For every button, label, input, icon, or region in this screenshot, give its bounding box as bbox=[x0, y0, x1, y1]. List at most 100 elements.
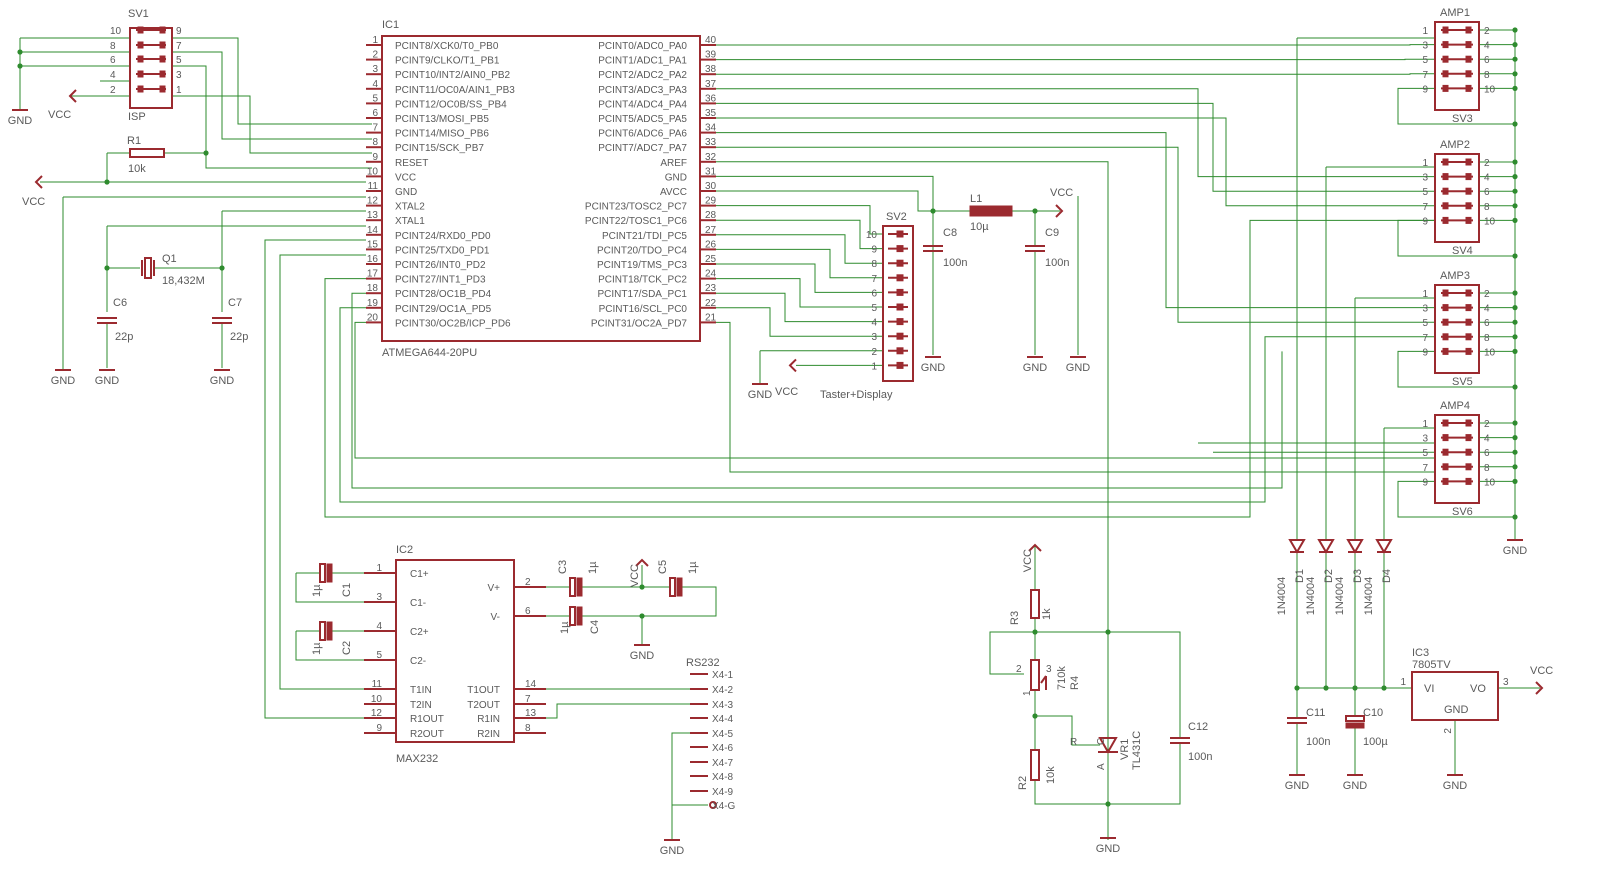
amp-pad bbox=[1442, 26, 1449, 34]
amp-pin-number: 5 bbox=[1422, 187, 1428, 198]
ic2-pin-label: R1IN bbox=[477, 714, 500, 725]
amp-pad bbox=[1442, 434, 1449, 442]
sv2-pin-number: 1 bbox=[871, 361, 877, 372]
sv1-pin-number: 5 bbox=[176, 55, 182, 66]
vcc-arrow bbox=[1055, 204, 1064, 218]
vcc-label: VCC bbox=[1022, 549, 1034, 572]
sv2-pin-number: 2 bbox=[871, 347, 877, 358]
amp-pad bbox=[1442, 448, 1449, 456]
diode-body bbox=[1346, 539, 1364, 554]
l1-name: L1 bbox=[970, 193, 982, 205]
sv2-pin-number: 6 bbox=[871, 288, 877, 299]
c12-name: C12 bbox=[1188, 721, 1208, 733]
vr1-pin-label: A bbox=[1096, 763, 1107, 770]
sv2-pad bbox=[896, 274, 904, 282]
amp-pin-number: 10 bbox=[1484, 477, 1496, 488]
sv1-pad bbox=[137, 26, 144, 34]
ic1-pin-number: 18 bbox=[367, 283, 379, 294]
wire bbox=[716, 132, 1435, 309]
rs232-pin-label: X4-3 bbox=[712, 700, 734, 711]
c12-value: 100n bbox=[1188, 751, 1212, 763]
sv2-pin-number: 3 bbox=[871, 332, 877, 343]
c5-body bbox=[676, 577, 683, 597]
vr1-body bbox=[1098, 737, 1118, 755]
ic1-pin-number: 14 bbox=[367, 225, 379, 236]
ic1-pin-number: 12 bbox=[367, 196, 379, 207]
component-layer bbox=[12, 21, 1544, 841]
ic2-pin-number: 8 bbox=[525, 723, 531, 734]
amp-name: AMP3 bbox=[1440, 270, 1470, 282]
rs232-name: RS232 bbox=[686, 657, 720, 669]
diode-name: D2 bbox=[1323, 569, 1335, 583]
ic1-value: ATMEGA644-20PU bbox=[382, 347, 477, 359]
wire bbox=[1035, 715, 1100, 746]
ic1-pin-number: 19 bbox=[367, 298, 379, 309]
amp-pin-number: 6 bbox=[1484, 448, 1490, 459]
amp-pad bbox=[1465, 289, 1472, 297]
vcc-arrow bbox=[1535, 681, 1544, 695]
r4-wiper bbox=[1040, 675, 1047, 684]
ic1-pin-label: PCINT3/ADC3_PA3 bbox=[598, 85, 687, 96]
c10-name: C10 bbox=[1363, 707, 1383, 719]
amp-pad bbox=[1442, 202, 1449, 210]
amp-pad bbox=[1465, 477, 1472, 485]
gnd-label: GND bbox=[210, 375, 235, 387]
amp-pin-number: 7 bbox=[1422, 463, 1428, 474]
amp-pin-number: 1 bbox=[1422, 158, 1428, 169]
ic1-pin-label: PCINT14/MISO_PB6 bbox=[395, 129, 489, 140]
amp-pin-number: 1 bbox=[1422, 26, 1428, 37]
c3-body bbox=[576, 577, 583, 597]
ic1-pin-label: PCINT0/ADC0_PA0 bbox=[598, 41, 687, 52]
q1-value: 18,432M bbox=[162, 275, 205, 287]
amp-pad bbox=[1465, 333, 1472, 341]
sv1-pin-number: 7 bbox=[176, 41, 182, 52]
ic2-pin-label: T2OUT bbox=[467, 700, 500, 711]
ic1-pin-number: 24 bbox=[705, 269, 717, 280]
wire bbox=[716, 248, 883, 279]
amp-pin-number: 8 bbox=[1484, 463, 1490, 474]
ic2-pin-number: 13 bbox=[525, 708, 537, 719]
amp-pin-number: 10 bbox=[1484, 216, 1496, 227]
amp-sv-name: SV6 bbox=[1452, 506, 1473, 518]
vr1-value: TL431C bbox=[1131, 731, 1143, 770]
gnd-label: GND bbox=[921, 362, 946, 374]
ic1-pin-label: PCINT8/XCK0/T0_PB0 bbox=[395, 41, 499, 52]
sv1-pad bbox=[137, 41, 144, 49]
wire bbox=[716, 219, 883, 250]
wire bbox=[1397, 350, 1515, 388]
ic2-pin-label: R2OUT bbox=[410, 729, 444, 740]
c3-body bbox=[569, 577, 576, 597]
rs232-pin-label: X4-1 bbox=[712, 670, 734, 681]
ic3-pin-number: 3 bbox=[1503, 677, 1509, 688]
ic3-pin-number: 2 bbox=[1443, 728, 1454, 734]
amp-pad bbox=[1442, 216, 1449, 224]
sv1-pin-number: 9 bbox=[176, 26, 182, 37]
wire bbox=[546, 703, 690, 719]
junction-dot bbox=[1032, 629, 1038, 635]
sv2-pin-number: 8 bbox=[871, 259, 877, 270]
ic1-pin-label: PCINT18/TCK_PC2 bbox=[598, 275, 687, 286]
ic1-pin-label: PCINT29/OC1A_PD5 bbox=[395, 304, 492, 315]
vcc-label: VCC bbox=[1050, 187, 1073, 199]
wire bbox=[671, 732, 690, 840]
amp-pin-number: 4 bbox=[1484, 304, 1490, 315]
ic1-pin-label: PCINT20/TDO_PC4 bbox=[597, 245, 687, 256]
ic2-pin-label: C2- bbox=[410, 656, 426, 667]
ic1-pin-number: 40 bbox=[705, 35, 717, 46]
ic1-pin-label: PCINT11/OC0A/AIN1_PB3 bbox=[395, 85, 515, 96]
ic1-pin-label: PCINT17/SDA_PC1 bbox=[598, 289, 688, 300]
ic2-pin-label: T2IN bbox=[410, 700, 432, 711]
junction-dot bbox=[17, 49, 23, 55]
r1-name: R1 bbox=[127, 135, 141, 147]
wire bbox=[351, 292, 1283, 489]
diode-value: 1N4004 bbox=[1305, 577, 1317, 616]
c5-body bbox=[669, 577, 676, 597]
sv2-pad bbox=[896, 288, 904, 296]
ic1-pin-label: PCINT25/TXD0_PD1 bbox=[395, 245, 490, 256]
amp-pin-number: 5 bbox=[1422, 448, 1428, 459]
ic1-pin-label: PCINT6/ADC6_PA6 bbox=[598, 129, 687, 140]
amp-sv-name: SV5 bbox=[1452, 376, 1473, 388]
sv2-pin-number: 5 bbox=[871, 303, 877, 314]
ic1-pin-label: PCINT28/OC1B_PD4 bbox=[395, 289, 492, 300]
ic1-pin-label: XTAL2 bbox=[395, 202, 425, 213]
